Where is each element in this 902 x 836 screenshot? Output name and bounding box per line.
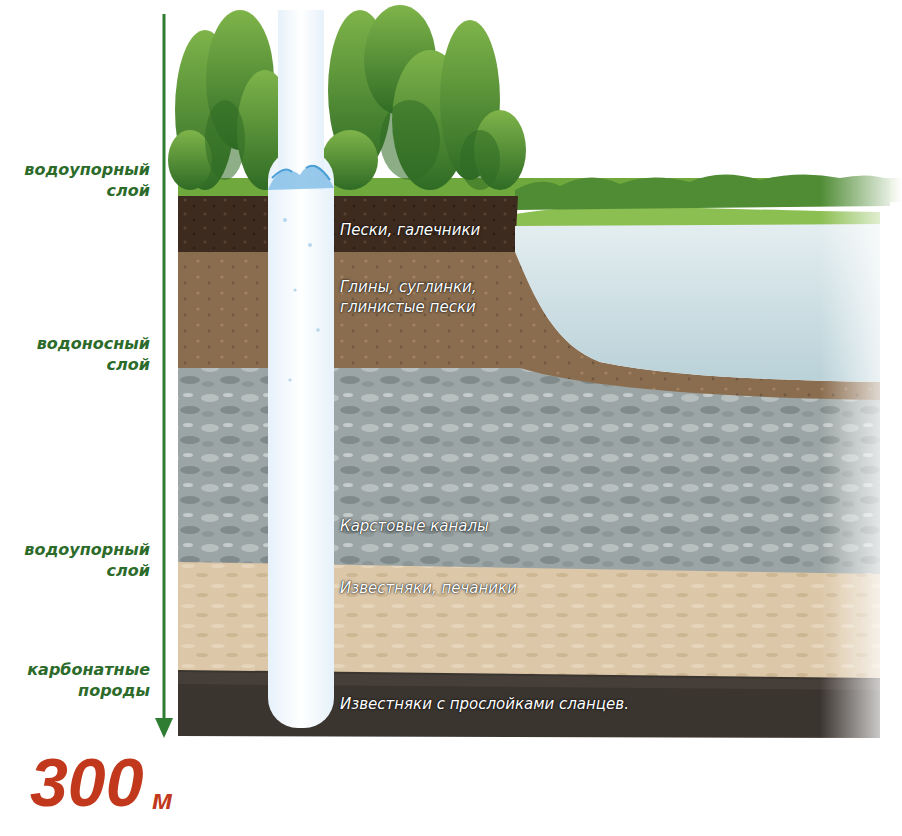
depth-label: м	[152, 786, 173, 814]
layer-band: Карстовые каналы	[340, 516, 640, 537]
layer-type-label: карбонатные породы	[10, 660, 150, 702]
layer-band: Пески, галечники	[340, 220, 515, 241]
layer-label: Известняки с прослойками сланцев.	[340, 694, 780, 714]
layer-label: Пески, галечники	[340, 220, 515, 240]
layer-band: Известняки с прослойками сланцев.	[340, 694, 780, 715]
layer-label: Известняки, печаники	[340, 578, 640, 598]
layer-band: Глины, суглинки, глинистые пески	[340, 277, 515, 318]
layer-type-label: водоносный слой	[10, 334, 150, 376]
layer-band: Известняки, печаники	[340, 578, 640, 599]
depth-label: 300	[30, 748, 143, 816]
layer-label: Карстовые каналы	[340, 516, 640, 536]
layer-type-label: водоупорный слой	[10, 540, 150, 582]
layer-label: Глины, суглинки, глинистые пески	[340, 277, 515, 318]
layer-type-label: водоупорный слой	[10, 160, 150, 202]
